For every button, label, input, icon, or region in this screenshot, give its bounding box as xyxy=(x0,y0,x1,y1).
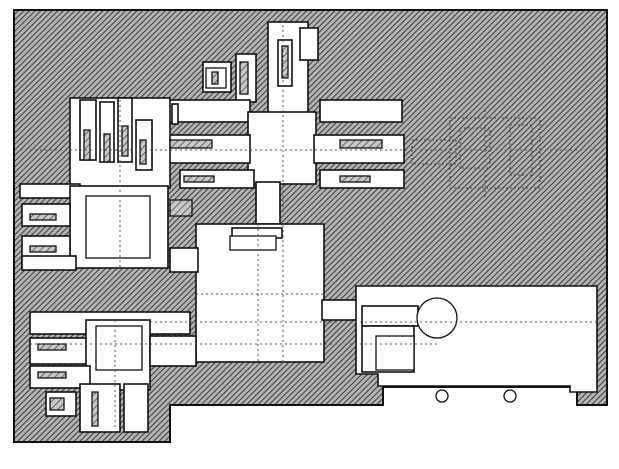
axis-lines xyxy=(20,20,600,430)
dotted-outline-right xyxy=(411,117,541,189)
interior-features xyxy=(29,45,517,427)
upper-central-block xyxy=(151,21,405,225)
